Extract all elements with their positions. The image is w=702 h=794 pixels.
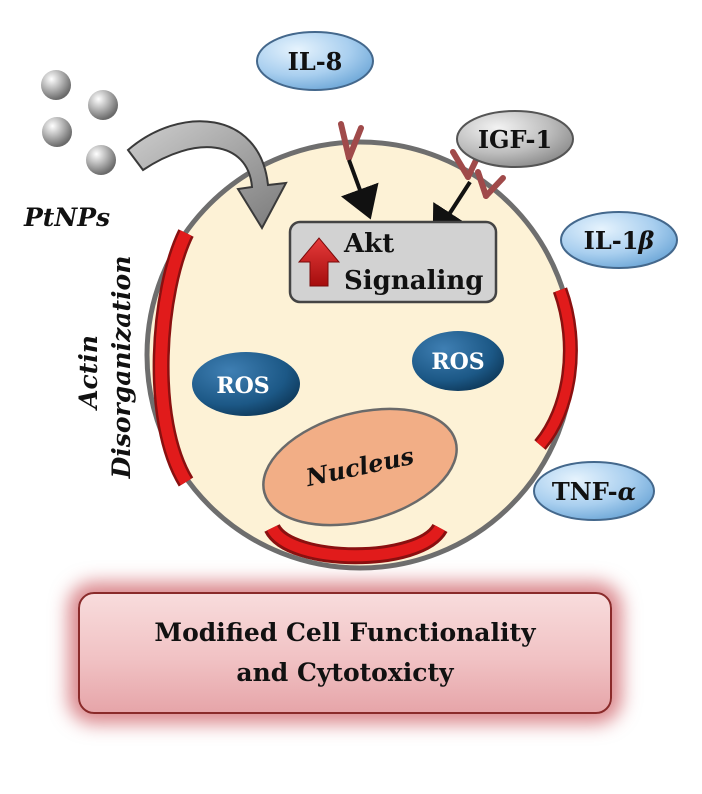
ros-right-label: ROS: [431, 349, 484, 375]
ros-left-label: ROS: [216, 373, 269, 399]
nanoparticle: [41, 70, 71, 100]
il1b-label: IL-1β: [584, 226, 655, 255]
ros-right: [412, 331, 504, 391]
ros-left: [192, 352, 300, 416]
akt-label-line1: Akt: [343, 229, 394, 259]
nucleus: [262, 407, 458, 527]
tnfa-greek: α: [618, 477, 636, 506]
ptnps-particles: [41, 70, 118, 175]
actin-arc-bottom-inner: [267, 524, 445, 562]
akt-label-line2: Signaling: [344, 266, 483, 296]
ptnps-label: PtNPs: [23, 203, 110, 232]
nanoparticle: [88, 90, 118, 120]
akt-signaling-box: [288, 220, 498, 304]
actin-arc-left-inner: [155, 230, 192, 486]
il8-bubble: [256, 31, 374, 91]
receptor-top: [338, 121, 364, 161]
il1b-greek: β: [637, 226, 654, 255]
upregulation-arrow-icon: [297, 237, 341, 287]
actin-label-line1: Actin: [74, 335, 103, 411]
signal-arrow-receptor: [340, 159, 379, 220]
igf1-bubble: [456, 110, 574, 168]
il8-label: IL-8: [288, 47, 343, 76]
entry-arrow: [126, 120, 288, 231]
actin-arc-right-inner: [536, 288, 576, 449]
nanoparticle: [86, 145, 116, 175]
igf1-label: IGF-1: [478, 125, 552, 154]
outcome-line2: and Cytotoxicty: [236, 658, 454, 687]
nanoparticle: [42, 117, 72, 147]
outcome-box: Modified Cell Functionality and Cytotoxi…: [78, 592, 612, 714]
actin-label-line2: Disorganization: [107, 256, 136, 480]
tnfa-text: TNF-: [552, 477, 618, 506]
receptor-right-2: [475, 169, 506, 199]
il1b-bubble: [560, 211, 678, 269]
tnfa-label: TNF-α: [552, 477, 636, 506]
outcome-line1: Modified Cell Functionality: [154, 617, 536, 647]
il1b-text: IL-1: [584, 226, 639, 255]
tnfa-bubble: [533, 461, 655, 521]
